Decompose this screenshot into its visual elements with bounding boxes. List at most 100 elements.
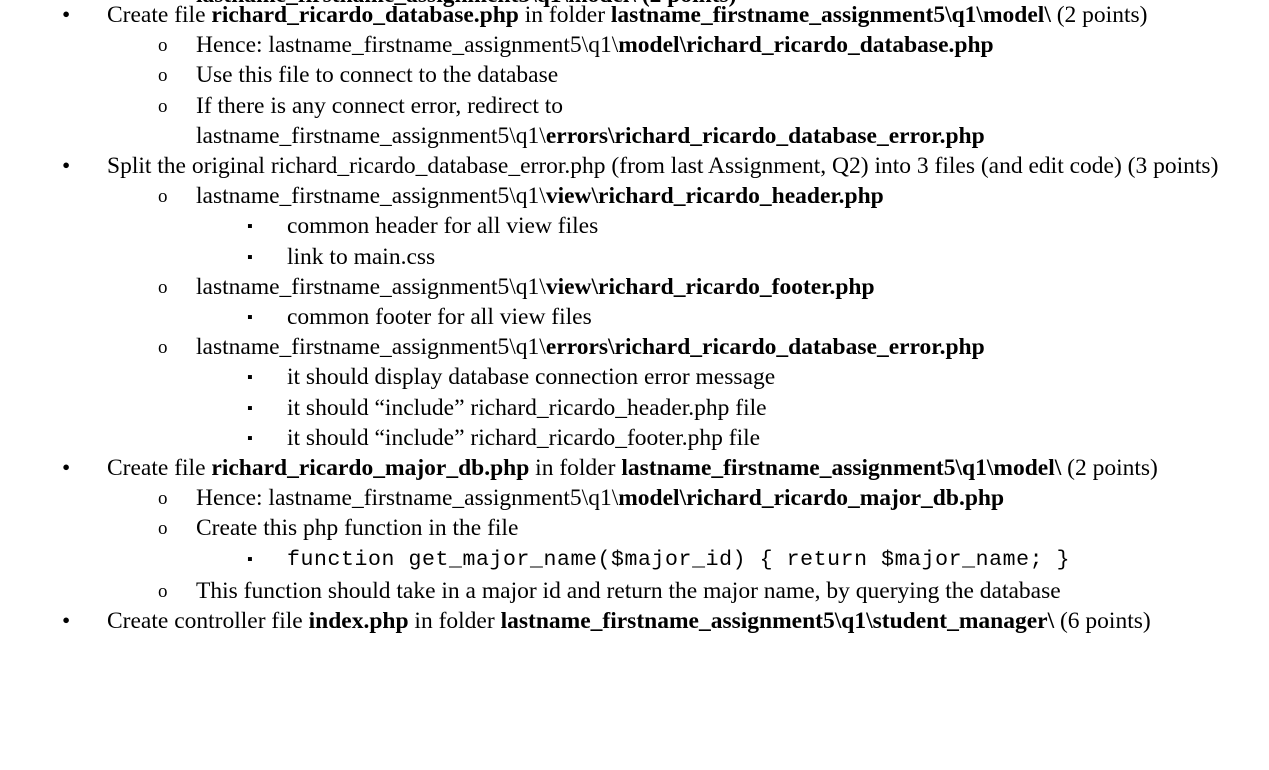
bold-text: view\richard_ricardo_header.php [545,183,884,210]
bullet-circle-icon: o [158,337,168,359]
bold-text: lastname_firstname_assignment5\q1\model\ [610,2,1051,28]
bold-text: richard_ricardo_database.php [211,2,519,28]
plain-text: Use this file to connect to the database [196,62,559,89]
list-item-text: Create controller file index.php in fold… [107,606,1269,636]
plain-text: Hence: lastname_firstname_assignment5\q1… [196,485,619,512]
list-item-text: If there is any connect error, redirect … [196,91,1269,151]
bullet-circle-icon: o [158,518,168,540]
instruction-sublist-level-2: o Hence: lastname_firstname_assignment5\q… [107,30,1269,151]
plain-text: This function should take in a major id … [196,577,1061,604]
bullet-circle-icon: o [158,35,168,57]
list-item: ▪ link to main.css [196,242,1269,272]
list-item: ▪ it should display database connection e… [196,362,1269,392]
list-item-text: Split the original richard_ricardo_datab… [107,151,1269,181]
bullet-circle-icon: o [158,95,168,117]
list-item-text: it should “include” richard_ricardo_head… [287,393,1269,423]
list-item-text: lastname_firstname_assignment5\q1\view\r… [196,181,1269,211]
plain-text: Create file [107,2,212,28]
list-item-text: it should “include” richard_ricardo_foot… [287,423,1269,453]
list-item: o lastname_firstname_assignment5\q1\view\… [107,181,1269,272]
bullet-disc-icon: • [62,2,71,28]
bullet-disc-icon: • [62,607,71,634]
plain-text: Split the original richard_ricardo_datab… [107,153,1219,180]
list-item-text: Use this file to connect to the database [196,60,1269,90]
plain-text: Hence: lastname_firstname_assignment5\q1… [196,32,619,59]
plain-text: Create file [107,455,212,482]
bullet-square-icon: ▪ [247,429,253,447]
plain-text: lastname_firstname_assignment5\q1\ [196,183,546,210]
list-item: ▪ it should “include” richard_ricardo_foo… [196,423,1269,453]
plain-text: it should display database connection er… [287,364,776,391]
list-item: o This function should take in a major id… [107,576,1269,606]
list-item-text: Hence: lastname_firstname_assignment5\q1… [196,30,1269,60]
list-item-text: Hence: lastname_firstname_assignment5\q1… [196,483,1269,513]
list-item-text: Create file richard_ricardo_database.php… [107,0,1269,30]
plain-text: common footer for all view files [287,304,592,331]
instruction-sublist-level-3: ▪ function get_major_name($major_id) { re… [196,544,1269,576]
plain-text: lastname_firstname_assignment5\q1\ [196,334,546,361]
bold-text: model\richard_ricardo_major_db.php [618,485,1005,512]
plain-text: link to main.css [287,243,436,270]
list-item: o Create this php function in the file ▪ fu… [107,513,1269,575]
bold-text: lastname_firstname_assignment5\q1\model\ [621,455,1062,482]
clipped-previous-line: lastname_firstname_assignment5\q1\model\… [196,0,737,8]
bullet-disc-icon: • [62,455,71,482]
bullet-square-icon: ▪ [247,399,253,417]
list-item-text: This function should take in a major id … [196,576,1269,606]
plain-text: (6 points) [1054,607,1151,634]
plain-text: Create this php function in the file [196,515,519,542]
list-item: • Create controller file index.php in fol… [0,606,1269,636]
bold-text: errors\richard_ricardo_database_error.ph… [545,334,985,361]
plain-text: lastname_firstname_assignment5\q1\ [196,122,546,149]
list-item-text: common header for all view files [287,211,1269,241]
plain-text: in folder [408,607,501,634]
bullet-disc-icon: • [62,153,71,180]
plain-text: common header for all view files [287,213,599,240]
list-item-text: it should display database connection er… [287,362,1269,392]
bullet-circle-icon: o [158,580,168,602]
list-item: • Create file richard_ricardo_major_db.ph… [0,453,1269,606]
bullet-square-icon: ▪ [247,550,253,568]
bullet-square-icon: ▪ [247,218,253,236]
bold-text: view\richard_ricardo_footer.php [545,273,875,300]
instruction-sublist-level-2: o Hence: lastname_firstname_assignment5\q… [107,483,1269,606]
plain-text: lastname_firstname_assignment5\q1\ [196,273,546,300]
bullet-circle-icon: o [158,186,168,208]
bullet-square-icon: ▪ [247,248,253,266]
list-item: ▪ it should “include” richard_ricardo_hea… [196,393,1269,423]
bold-text: errors\richard_ricardo_database_error.ph… [545,122,985,149]
instruction-list: • Create file richard_ricardo_database.ph… [0,0,1269,636]
list-item: o lastname_firstname_assignment5\q1\error… [107,332,1269,453]
list-item: ▪ function get_major_name($major_id) { re… [196,544,1269,576]
bullet-circle-icon: o [158,276,168,298]
list-item-text: Create file richard_ricardo_major_db.php… [107,453,1269,483]
list-item-text: common footer for all view files [287,302,1269,332]
plain-text: in folder [518,2,611,28]
list-item: ▪ common footer for all view files [196,302,1269,332]
bold-text: lastname_firstname_assignment5\q1\studen… [500,607,1055,634]
list-item-text: lastname_firstname_assignment5\q1\view\r… [196,272,1269,302]
list-item: • Split the original richard_ricardo_data… [0,151,1269,453]
list-item: o Hence: lastname_firstname_assignment5\q… [107,30,1269,60]
plain-text: Create controller file [107,607,309,634]
bullet-circle-icon: o [158,65,168,87]
bold-text: richard_ricardo_major_db.php [211,455,530,482]
list-item-text: link to main.css [287,242,1269,272]
plain-text: (2 points) [1061,455,1158,482]
bold-text: index.php [308,607,409,634]
list-item: o Use this file to connect to the databas… [107,60,1269,90]
bullet-square-icon: ▪ [247,369,253,387]
plain-text: function get_major_name($major_id) { ret… [287,547,1071,572]
list-item-text: function get_major_name($major_id) { ret… [287,544,1269,576]
plain-text: in folder [529,455,622,482]
bold-text: model\richard_ricardo_database.php [618,32,994,59]
bullet-square-icon: ▪ [247,309,253,327]
instruction-sublist-level-3: ▪ common footer for all view files [196,302,1269,332]
list-item: • Create file richard_ricardo_database.ph… [0,0,1269,151]
clipped-previous-line-text: lastname_firstname_assignment5\q1\model\… [196,0,737,8]
instruction-sublist-level-3: ▪ it should display database connection e… [196,362,1269,453]
instruction-sublist-level-3: ▪ common header for all view files ▪ link t… [196,211,1269,271]
